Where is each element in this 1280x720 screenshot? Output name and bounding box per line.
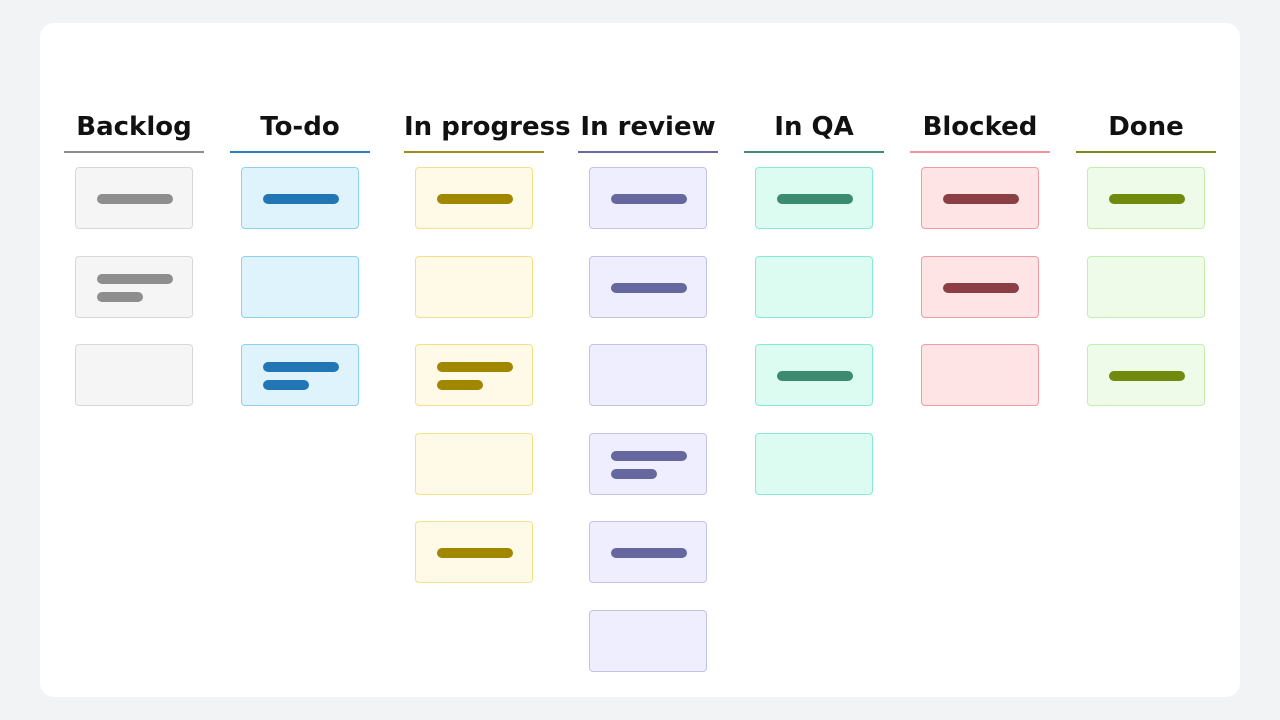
column-title: Done (1108, 112, 1184, 142)
column-divider (578, 151, 718, 153)
column-title: To-do (260, 112, 340, 142)
task-card[interactable] (1087, 344, 1205, 407)
column-in-progress: In progress (404, 107, 571, 697)
column-divider (64, 151, 204, 153)
task-card[interactable] (755, 344, 873, 407)
task-card[interactable] (921, 255, 1039, 318)
card-text-placeholder (263, 362, 339, 373)
column-in-review: In review (578, 107, 718, 697)
task-card[interactable] (921, 167, 1039, 229)
card-text-placeholder (611, 468, 657, 479)
column-todo: To-do (230, 107, 370, 697)
task-card[interactable] (589, 432, 707, 495)
task-card[interactable] (589, 344, 707, 407)
column-title: Blocked (922, 112, 1038, 142)
card-text-placeholder (437, 380, 483, 391)
card-text-placeholder (263, 194, 339, 204)
task-card[interactable] (75, 344, 193, 407)
kanban-board: Backlog To-do In progress In review In QA Blo… (40, 23, 1240, 697)
card-text-placeholder (437, 548, 513, 559)
card-text-placeholder (777, 194, 853, 204)
column-title: In progress (404, 112, 571, 142)
card-text-placeholder (263, 380, 309, 391)
task-card[interactable] (75, 255, 193, 318)
card-text-placeholder (1109, 194, 1185, 204)
card-text-placeholder (611, 282, 687, 293)
card-text-placeholder (777, 371, 853, 382)
column-divider (910, 151, 1050, 153)
card-text-placeholder (437, 194, 513, 204)
task-card[interactable] (75, 167, 193, 229)
column-divider (1076, 151, 1216, 153)
task-card[interactable] (589, 167, 707, 229)
card-text-placeholder (97, 194, 173, 204)
task-card[interactable] (241, 255, 359, 318)
column-title: In QA (774, 112, 854, 142)
column-in-qa: In QA (744, 107, 884, 697)
task-card[interactable] (755, 167, 873, 229)
card-text-placeholder (1109, 371, 1185, 382)
task-card[interactable] (589, 521, 707, 584)
task-card[interactable] (1087, 255, 1205, 318)
card-text-placeholder (611, 548, 687, 559)
card-text-placeholder (943, 194, 1019, 204)
task-card[interactable] (241, 344, 359, 407)
task-card[interactable] (755, 432, 873, 495)
column-blocked: Blocked (910, 107, 1050, 697)
column-divider (230, 151, 370, 153)
column-divider (744, 151, 884, 153)
task-card[interactable] (755, 255, 873, 318)
card-text-placeholder (943, 282, 1019, 293)
card-text-placeholder (611, 450, 687, 461)
column-title: Backlog (76, 112, 192, 142)
column-backlog: Backlog (64, 107, 204, 697)
card-text-placeholder (97, 291, 143, 302)
task-card[interactable] (415, 432, 533, 495)
task-card[interactable] (415, 344, 533, 407)
task-card[interactable] (589, 610, 707, 672)
card-text-placeholder (437, 362, 513, 373)
task-card[interactable] (415, 255, 533, 318)
column-title: In review (580, 112, 716, 142)
task-card[interactable] (415, 167, 533, 229)
task-card[interactable] (415, 521, 533, 584)
task-card[interactable] (589, 255, 707, 318)
task-card[interactable] (241, 167, 359, 229)
task-card[interactable] (921, 344, 1039, 407)
task-card[interactable] (1087, 167, 1205, 229)
column-divider (404, 151, 544, 153)
card-text-placeholder (611, 194, 687, 204)
card-text-placeholder (97, 273, 173, 284)
column-done: Done (1076, 107, 1216, 697)
